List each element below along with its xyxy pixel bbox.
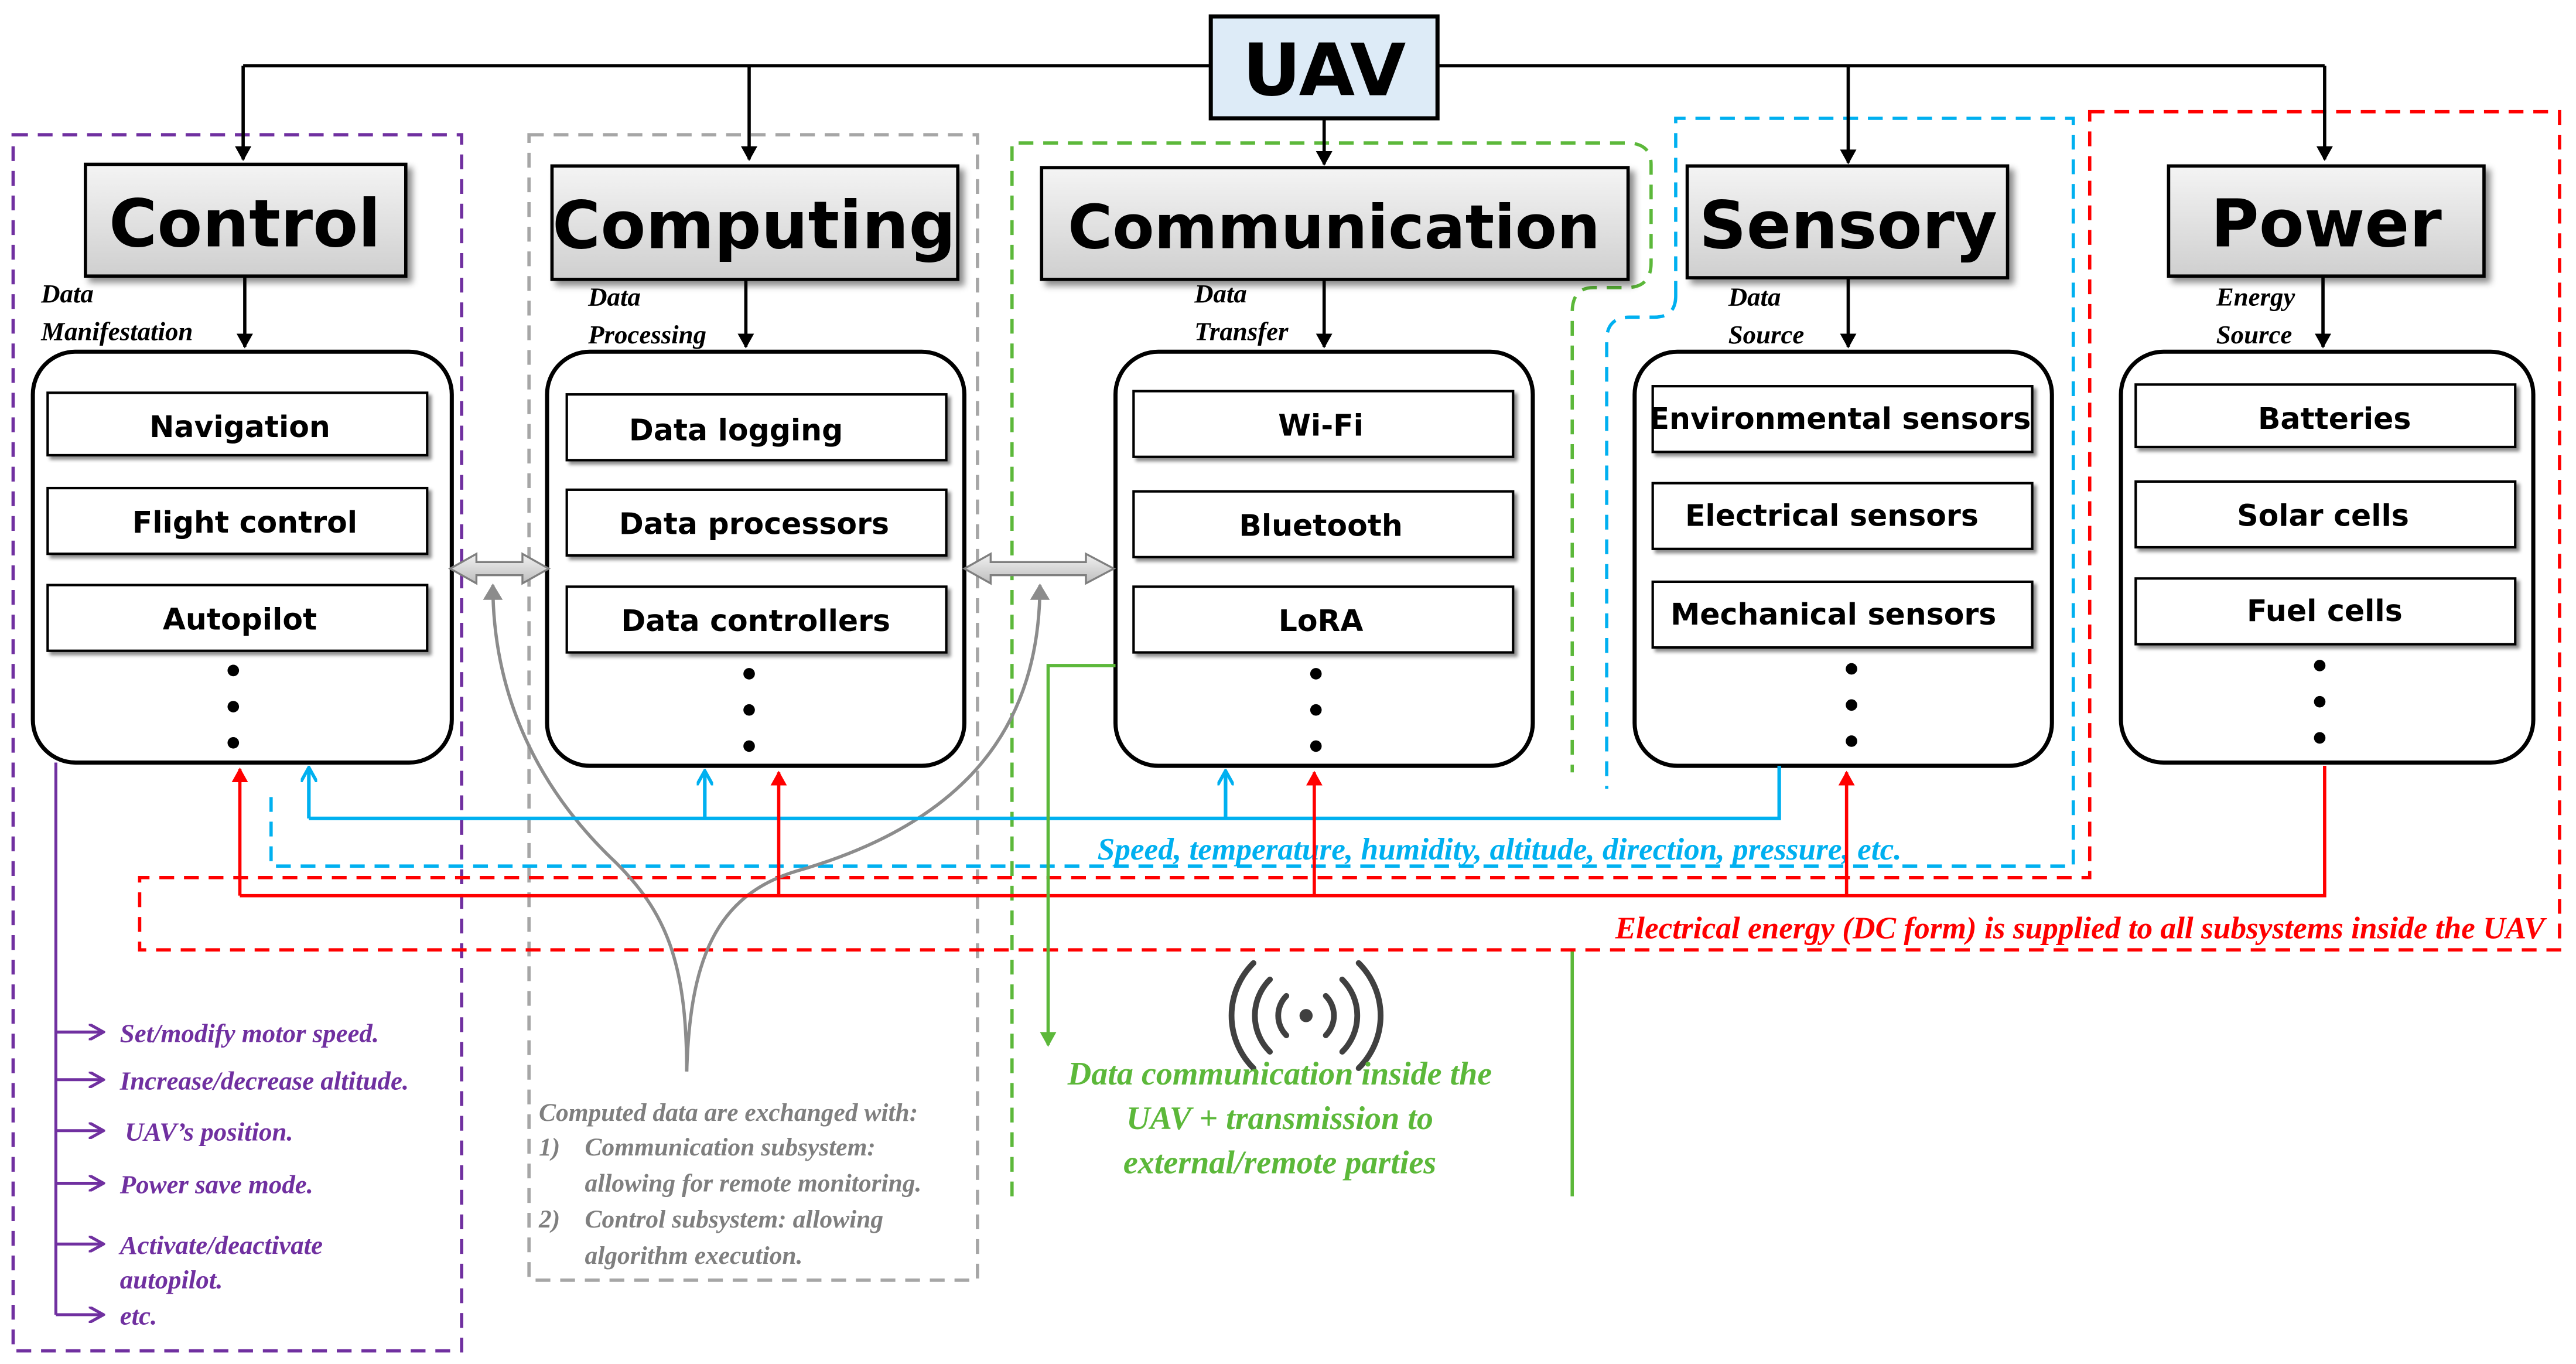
power-header [2167, 164, 2486, 278]
computing-column: Computing Data Processing Data logging D… [545, 164, 966, 768]
computing-ellipsis-icon [743, 668, 755, 752]
control-action-etc: etc. [120, 1301, 158, 1331]
power-caption-1: Energy [2216, 282, 2296, 312]
control-item-navigation-label: Navigation [149, 410, 330, 444]
power-title: Power [2211, 186, 2441, 262]
communication-caption-1: Data [1194, 279, 1247, 308]
control-item-autopilot-label: Autopilot [163, 602, 317, 636]
power-boundary [138, 110, 2561, 952]
computing-control-double-arrow [448, 552, 551, 585]
sensory-item-mechanical [1651, 580, 2034, 649]
communication-caption-2: Transfer [1194, 317, 1289, 346]
control-action-autopilot-1: Activate/deactivate [118, 1230, 323, 1260]
sensory-title: Sensory [1699, 188, 1997, 264]
control-ellipsis-icon [227, 664, 240, 749]
computing-title: Computing [552, 188, 956, 264]
control-action-arrows [56, 1032, 102, 1314]
communication-item-bluetooth-label: Bluetooth [1239, 508, 1402, 543]
control-column: Control Data Manifestation Navigation Fl… [30, 162, 454, 765]
computing-note-line-1b: allowing for remote monitoring. [585, 1169, 922, 1198]
communication-note-line-2: UAV + transmission to [1126, 1100, 1433, 1137]
uav-root-box [1208, 14, 1440, 121]
sensory-boundary [269, 117, 2075, 868]
sensory-caption-2: Source [1728, 320, 1805, 349]
sensory-item-mechanical-label: Mechanical sensors [1670, 597, 1996, 632]
control-title: Control [109, 186, 381, 262]
sensory-item-electrical [1651, 482, 2034, 550]
communication-item-bluetooth [1132, 490, 1515, 558]
communication-column: Communication Data Transfer Wi-Fi Blueto… [1040, 166, 1630, 768]
computing-note-line-2a: Control subsystem: allowing [585, 1205, 884, 1233]
control-caption-2: Manifestation [40, 317, 193, 346]
computing-item-data-controllers [565, 585, 948, 654]
power-flow-label: Electrical energy (DC form) is supplied … [1615, 911, 2548, 946]
computing-item-data-logging-label: Data logging [629, 413, 843, 448]
computing-note-line-2b: algorithm execution. [585, 1242, 803, 1270]
control-item-flight-control-label: Flight control [132, 505, 357, 540]
communication-note-line-3: external/remote parties [1123, 1145, 1436, 1181]
exchange-curve-to-control [483, 583, 689, 1072]
computing-item-data-processors [565, 488, 948, 557]
wireless-broadcast-icon [1228, 960, 1383, 1072]
sensor-data-bus [309, 766, 1781, 820]
control-item-autopilot [46, 584, 429, 652]
computing-note-num-2: 2) [538, 1205, 560, 1233]
power-ellipsis-icon [2314, 660, 2326, 744]
power-item-solar-cells-label: Solar cells [2237, 499, 2409, 533]
sensory-header [1685, 164, 2010, 279]
communication-item-lora-label: LoRA [1279, 603, 1364, 638]
computing-item-data-controllers-label: Data controllers [621, 603, 890, 638]
computing-header [550, 164, 960, 281]
computing-note-num-1: 1) [539, 1133, 560, 1161]
computing-item-data-logging [565, 393, 948, 462]
sensory-item-environmental-label: Environmental sensors [1649, 401, 2031, 436]
power-item-solar-cells [2134, 480, 2517, 549]
power-item-fuel-cells [2134, 577, 2517, 646]
computing-boundary [527, 133, 979, 1282]
sensory-panel [1632, 349, 2054, 768]
communication-item-lora [1132, 585, 1515, 654]
power-item-batteries-label: Batteries [2258, 401, 2411, 436]
communication-ellipsis-icon [1310, 668, 1322, 752]
sensory-caption-1: Data [1728, 282, 1781, 312]
control-item-flight-control [46, 486, 429, 555]
communication-item-wifi-label: Wi-Fi [1278, 408, 1364, 442]
sensory-item-environmental [1651, 385, 2034, 453]
communication-header [1040, 166, 1630, 281]
communication-title: Communication [1068, 193, 1600, 263]
sensory-ellipsis-icon [1846, 663, 1857, 747]
exchange-curve-to-communication [685, 583, 1050, 1072]
computing-note-line-1a: Communication subsystem: [585, 1133, 876, 1161]
computing-caption-2: Processing [587, 320, 706, 349]
power-item-fuel-cells-label: Fuel cells [2247, 594, 2403, 628]
power-item-batteries [2134, 383, 2517, 449]
control-action-power-save: Power save mode. [119, 1169, 313, 1199]
power-supply-bus [240, 766, 2326, 898]
power-caption-2: Source [2216, 320, 2293, 349]
uav-root-title: UAV [1242, 29, 1406, 113]
control-action-motor-speed: Set/modify motor speed. [120, 1018, 379, 1048]
control-action-position: UAV’s position. [125, 1117, 293, 1147]
power-column: Power Energy Source Batteries Solar cell… [2119, 164, 2536, 765]
sensory-item-electrical-label: Electrical sensors [1685, 499, 1979, 533]
computing-caption-1: Data [587, 282, 641, 312]
control-caption-1: Data [40, 279, 94, 308]
computing-communication-double-arrow [962, 552, 1116, 585]
computing-item-data-processors-label: Data processors [619, 507, 889, 541]
computing-note-lead: Computed data are exchanged with: [539, 1099, 918, 1127]
communication-boundary [1010, 141, 1653, 1196]
control-item-navigation [46, 391, 429, 457]
communication-output-line [1040, 664, 1116, 1047]
communication-item-wifi [1132, 390, 1515, 458]
power-panel [2119, 349, 2536, 765]
sensor-flow-label: Speed, temperature, humidity, altitude, … [1098, 832, 1902, 867]
control-action-autopilot-2: autopilot. [120, 1265, 223, 1294]
sensory-column: Sensory Data Source Environmental sensor… [1632, 164, 2054, 768]
control-boundary [11, 133, 463, 1353]
control-action-altitude: Increase/decrease altitude. [119, 1066, 409, 1096]
communication-note-line-1: Data communication inside the [1067, 1056, 1492, 1092]
